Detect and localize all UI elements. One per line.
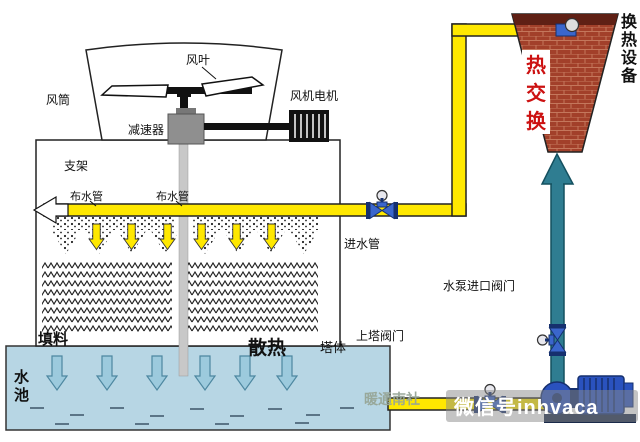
heat-exchange-equipment-label: 设 [621,49,638,67]
heat-exchange-equipment-label: 换 [621,12,638,31]
pipe-arrow-patch [552,180,563,188]
drive-shaft [178,143,189,377]
watermark-brand: 暖通南社 [364,391,420,407]
gearbox [167,113,205,145]
heat-dissipation-label: 散热 [248,336,286,359]
fill-block-right [188,262,318,332]
pipe-elbow-patch-top [453,25,465,35]
fan-blade-left [100,84,169,98]
duct-label: 风筒 [46,92,70,107]
fan-shaft [180,94,188,120]
heat-exchange-equipment-label: 热 [621,30,637,49]
pipe-tee-patch [453,205,465,215]
heat-exchanger-label-box [522,50,550,134]
hot-water-distribution-pipe [43,203,467,217]
pool-label: 池 [14,386,29,404]
gearbox-top [176,108,196,114]
cool-water-pipe [550,177,565,399]
support-label: 支架 [64,159,88,173]
fan-blade-label: 风叶 [186,53,210,67]
water-pool [5,345,391,431]
flow-arrow-up [540,152,575,185]
fan-blade-pointer [201,66,217,80]
watermark-wechat-id: 微信号inhvaca [453,395,598,419]
flow-arrow-into-tower [32,195,69,225]
hot-water-riser-pipe [451,23,467,217]
heat-exchange-equipment-label: 备 [620,66,638,85]
motor-link [204,123,290,130]
fan-motor [289,110,329,142]
reducer-label: 减速器 [128,123,164,137]
heat-exchanger-label: 热 [526,54,546,77]
pool-water-marks [30,407,354,425]
heat-exchanger-top-band [512,14,618,25]
spray-pipe-pointer-left [89,200,97,207]
spray-pipe-label-left: 布水管 [70,189,103,203]
tower-valve-label: 上塔阀门 [356,328,404,343]
fan-blade-right [201,76,265,97]
fan-hub [177,87,191,97]
watermark-box [446,390,638,422]
spray-pipe-pointer-right [175,200,183,207]
heat-exchanger-label: 换 [526,109,547,133]
fill-block-left [42,262,172,332]
fill-label: 填料 [38,330,68,348]
pool-label: 水 [14,368,30,386]
pump-inlet-valve-label: 水泵进口阀门 [443,278,515,293]
tower-body-label: 塔体 [320,340,346,355]
inlet-pipe-label: 进水管 [344,236,380,251]
heat-exchanger-inlet-fitting [555,17,580,37]
heat-exchanger-label: 交 [526,81,546,105]
fan-motor-label: 风机电机 [290,89,338,103]
spray-pipe-label-right: 布水管 [156,189,189,203]
